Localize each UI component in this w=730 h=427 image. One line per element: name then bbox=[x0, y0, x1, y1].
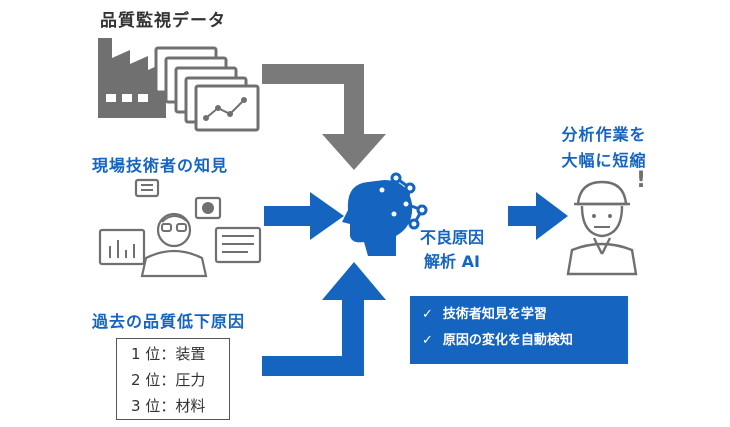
ai-features-box: ✓技術者知見を学習 ✓原因の変化を自動検知 bbox=[410, 296, 628, 364]
gray-elbow-arrow bbox=[262, 64, 386, 170]
technician-knowledge-icon bbox=[98, 178, 262, 278]
ai-label-line1: 不良原因 bbox=[419, 228, 484, 247]
ai-head-icon bbox=[342, 172, 428, 256]
ranking-row-1: 1 位：装置 bbox=[131, 345, 206, 363]
blue-arrow-output bbox=[508, 192, 568, 240]
output-title: 分析作業を 大幅に短縮 bbox=[552, 122, 656, 174]
past-causes-title: 過去の品質低下原因 bbox=[92, 312, 246, 331]
ranking-row-3: 3 位：材料 bbox=[131, 397, 206, 415]
ai-label: 不良原因 解析 AI bbox=[410, 226, 494, 274]
feature-row-2: ✓原因の変化を自動検知 bbox=[422, 333, 573, 348]
quality-data-title: 品質監視データ bbox=[100, 11, 226, 31]
ranking-row-2: 2 位：圧力 bbox=[131, 371, 206, 389]
expert-knowledge-title: 現場技術者の知見 bbox=[92, 156, 229, 175]
exclamation-mark: ! bbox=[636, 168, 647, 193]
worker-icon bbox=[566, 180, 638, 276]
cause-ranking-box: 1 位：装置 2 位：圧力 3 位：材料 bbox=[116, 338, 230, 420]
check-icon: ✓ bbox=[422, 307, 433, 322]
feature-row-1: ✓技術者知見を学習 bbox=[422, 307, 547, 322]
blue-arrow-middle bbox=[264, 192, 344, 240]
ai-label-line2: 解析 AI bbox=[424, 252, 480, 271]
output-line2: 大幅に短縮 bbox=[561, 151, 647, 170]
output-line1: 分析作業を bbox=[561, 125, 647, 144]
factory-data-icon bbox=[98, 38, 260, 132]
blue-elbow-arrow bbox=[262, 262, 386, 376]
check-icon: ✓ bbox=[422, 333, 433, 348]
